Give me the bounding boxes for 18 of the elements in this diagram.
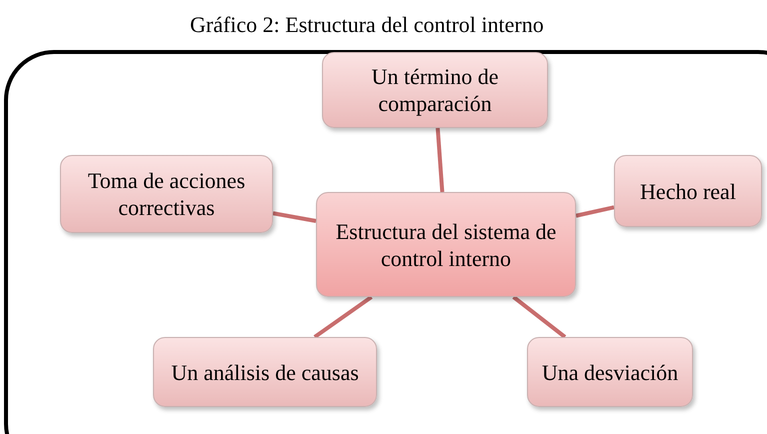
box-text: Hecho real xyxy=(640,178,736,204)
box-text: Un análisis de causas xyxy=(171,358,359,386)
topic-box xyxy=(316,192,576,297)
topic-box xyxy=(322,52,548,128)
box-text: Un término de comparación xyxy=(370,63,500,117)
topic-box xyxy=(60,155,273,233)
connector-line xyxy=(272,211,316,223)
box-text: Una desviación xyxy=(542,358,678,386)
topic-box xyxy=(153,337,377,407)
diagram-title: Gráfico 2: Estructura del control interno xyxy=(190,14,544,36)
box-text: Estructura del sistema de control interno xyxy=(334,218,558,272)
topic-box xyxy=(527,337,693,407)
topic-box xyxy=(614,155,762,227)
box-text: Toma de acciones correctivas xyxy=(86,167,246,221)
connector-line xyxy=(436,128,444,192)
connector-line xyxy=(576,205,614,218)
connector-line xyxy=(512,295,566,339)
connector-line xyxy=(314,295,373,339)
